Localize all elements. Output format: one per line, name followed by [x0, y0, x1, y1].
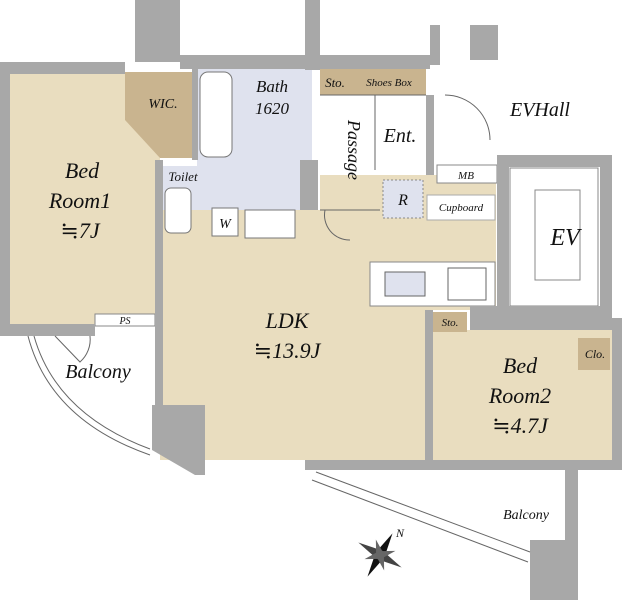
- stove: [447, 267, 487, 301]
- fridge-label: R: [397, 192, 408, 209]
- wall: [430, 25, 440, 65]
- storage-floor: [320, 68, 426, 95]
- sto-label: Sto.: [325, 75, 345, 90]
- sto-bed2-label: Sto.: [442, 317, 459, 329]
- bedroom2-size: ≒4.7J: [492, 413, 549, 438]
- wall: [0, 324, 95, 336]
- washer-label: W: [219, 217, 232, 232]
- closet-label: Clo.: [585, 347, 605, 361]
- wall-column: [152, 405, 205, 475]
- cupboard-label: Cupboard: [439, 202, 484, 214]
- wic-floor: [125, 72, 192, 158]
- ev-shaft: [509, 167, 599, 307]
- bedroom1-label-2: Room1: [48, 188, 111, 213]
- bedroom2-label: Bed: [503, 353, 538, 378]
- balcony-left-label: Balcony: [65, 361, 131, 383]
- wall: [300, 160, 318, 210]
- closet-floor: [578, 338, 610, 370]
- passage-label: Passage: [344, 119, 364, 180]
- wall: [470, 25, 498, 60]
- sink: [384, 271, 426, 297]
- wall: [600, 155, 612, 320]
- wall: [192, 68, 198, 160]
- ev-car: [534, 189, 581, 281]
- wall: [0, 62, 125, 74]
- wall: [425, 310, 433, 465]
- wall: [135, 0, 180, 62]
- ev-label: EV: [549, 225, 582, 251]
- door-swing: [324, 209, 351, 241]
- entrance-label: Ent.: [383, 125, 417, 147]
- wall: [155, 160, 163, 410]
- bath-label: Bath: [256, 77, 288, 96]
- door-swing: [444, 94, 491, 141]
- wall: [320, 55, 430, 69]
- bedroom2-label-2: Room2: [488, 383, 551, 408]
- balcony-bottom-label: Balcony: [503, 508, 550, 523]
- lines: [27, 94, 531, 563]
- floors: [10, 68, 612, 462]
- door-swing: [54, 335, 91, 363]
- balcony-left-rail: [27, 335, 151, 456]
- fridge-space: [382, 179, 424, 219]
- washer-pan: [211, 207, 239, 237]
- wall: [180, 55, 320, 69]
- wic-label: WIC.: [148, 97, 177, 112]
- bathtub: [199, 71, 233, 158]
- bedroom1-size: ≒7J: [60, 218, 100, 243]
- bedroom1-label: Bed: [65, 158, 100, 183]
- ps-label: PS: [118, 316, 130, 327]
- bath-size: 1620: [255, 99, 290, 118]
- wash-basin: [244, 209, 296, 239]
- shoes-box-label: Shoes Box: [366, 77, 412, 89]
- balcony-bottom-rail: [311, 479, 529, 563]
- wall: [426, 95, 434, 175]
- compass-north-label: N: [395, 526, 405, 540]
- cupboard-area: [426, 194, 496, 221]
- wall-column: [530, 470, 578, 600]
- labels: Bed Room1 ≒7J WIC. Bath 1620 Toilet W St…: [48, 75, 605, 540]
- wall: [497, 155, 509, 310]
- wall: [470, 306, 612, 330]
- wall: [305, 460, 622, 470]
- wall: [612, 318, 622, 468]
- compass-icon: [358, 533, 402, 577]
- ldk-size: ≒13.9J: [254, 338, 322, 363]
- toilet-label: Toilet: [168, 169, 198, 184]
- ev-hall-label: EVHall: [509, 99, 570, 121]
- walls: [0, 0, 622, 600]
- mb-label: MB: [457, 170, 474, 182]
- sto-bed2: [432, 312, 467, 332]
- wall: [0, 62, 10, 336]
- toilet-fixture: [164, 187, 192, 234]
- ldk-label: LDK: [265, 308, 310, 333]
- wall: [305, 0, 320, 70]
- wall: [497, 155, 612, 167]
